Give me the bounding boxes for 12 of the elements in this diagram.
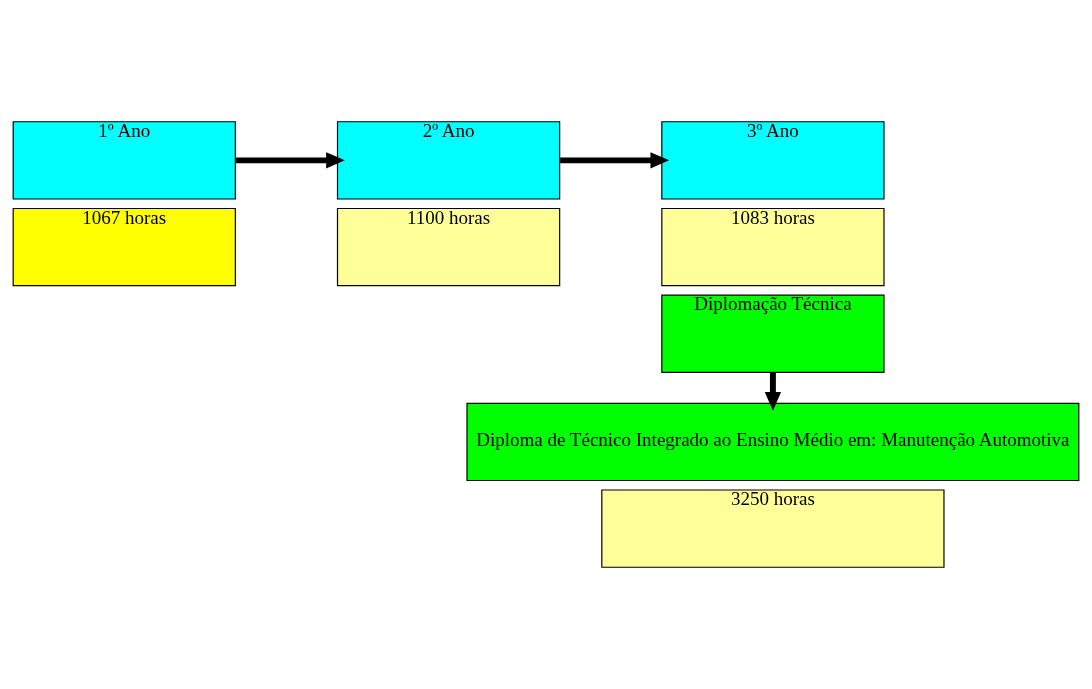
node-box: 3º Ano bbox=[661, 121, 885, 200]
node-box: Diploma de Técnico Integrado ao Ensino Médio em: Manutenção Automotiva bbox=[466, 402, 1080, 482]
node-box: 1º Ano bbox=[12, 121, 236, 200]
node-box: 1100 horas bbox=[336, 207, 561, 287]
arrow bbox=[764, 372, 782, 411]
node-box: Diplomação Técnica bbox=[661, 294, 885, 373]
node-box: 3250 horas bbox=[601, 489, 945, 568]
node-box: 1083 horas bbox=[661, 207, 885, 287]
node-box: 1067 horas bbox=[12, 207, 236, 287]
node-box: 2º Ano bbox=[336, 121, 561, 200]
arrow bbox=[235, 152, 345, 169]
arrow bbox=[559, 152, 670, 169]
